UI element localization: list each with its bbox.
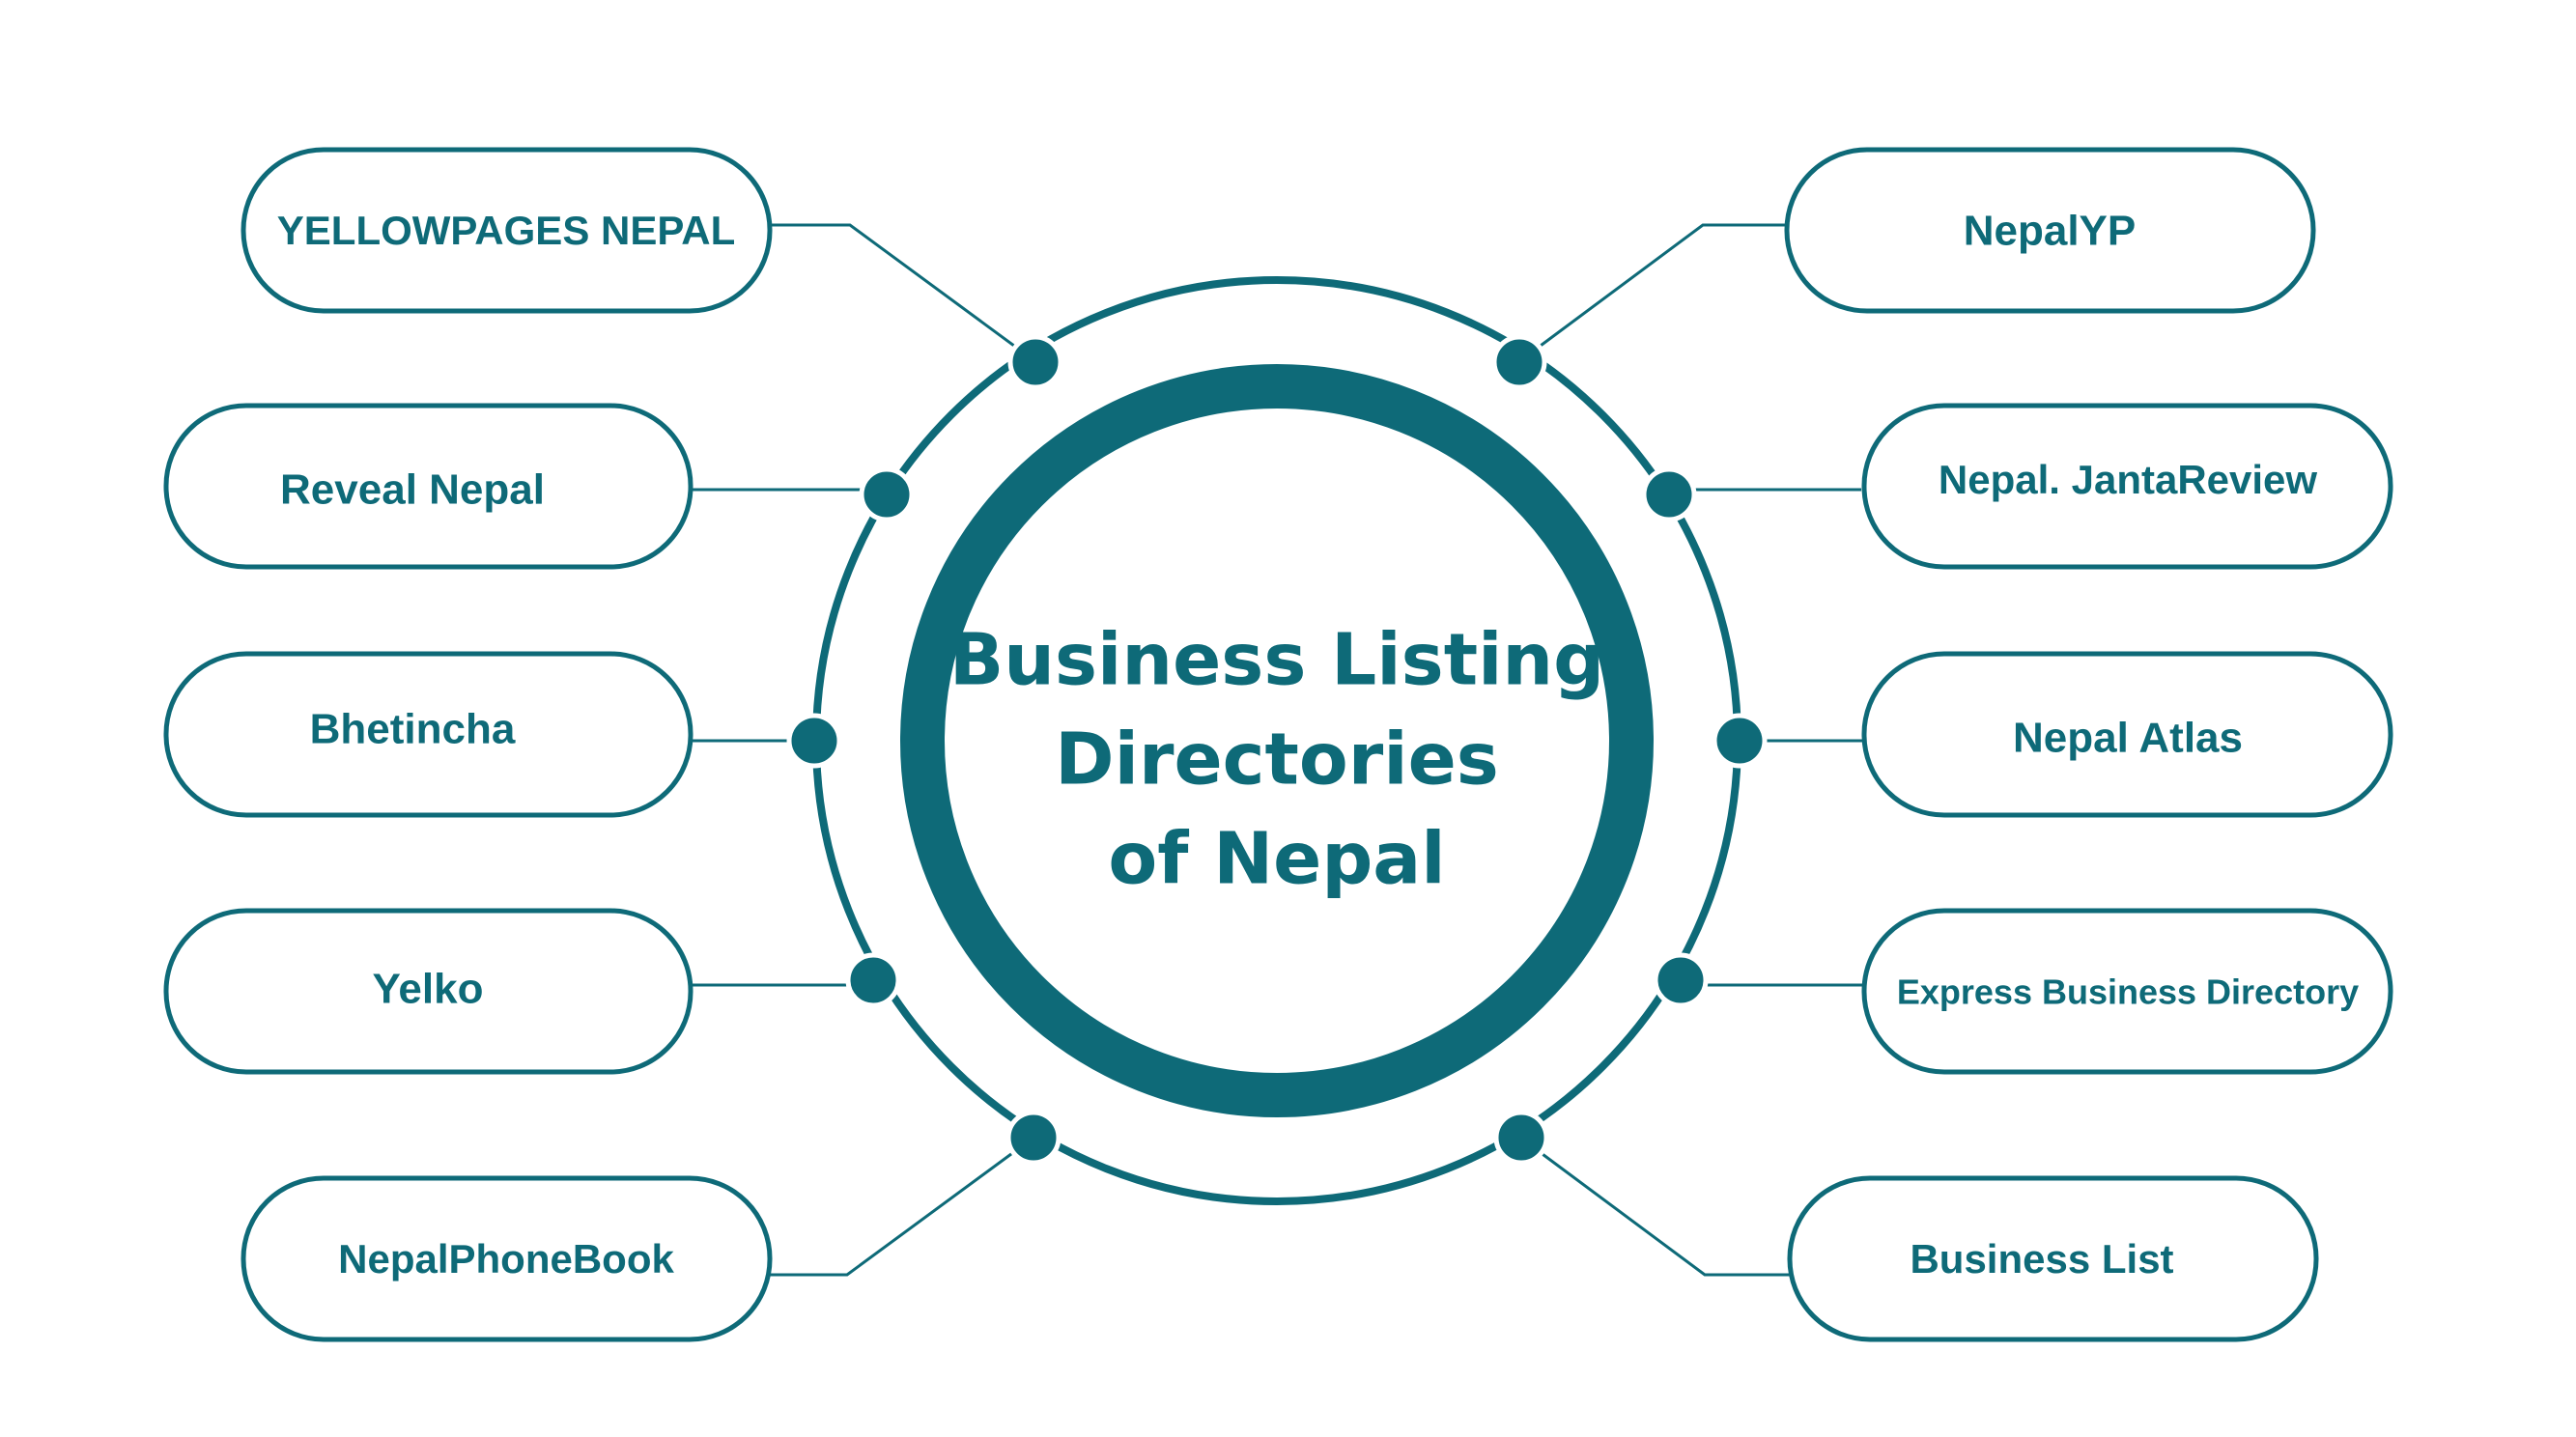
directory-label: Bhetincha <box>310 706 516 753</box>
left-directory-list: YELLOWPAGES NEPAL Reveal Nepal Bhetincha… <box>163 147 773 1342</box>
dot-right-2 <box>1641 466 1697 522</box>
directory-label: Express Business Directory <box>1897 972 2359 1012</box>
connector-right-1 <box>1517 223 1787 364</box>
right-directory-list: NepalYP Nepal. JantaReview Nepal Atlas E… <box>1784 147 2393 1342</box>
dot-left-3 <box>786 713 842 769</box>
center-title: Business Listing Directories of Nepal <box>949 619 1604 901</box>
title-line-3: of Nepal <box>1108 818 1445 901</box>
connector-left-5 <box>770 1136 1034 1277</box>
directory-pill-left-3: Bhetincha <box>163 651 694 818</box>
directory-pill-right-4: Express Business Directory <box>1861 908 2393 1075</box>
dot-right-5 <box>1493 1110 1549 1166</box>
title-line-2: Directories <box>1055 718 1499 802</box>
directory-pill-left-4: Yelko <box>163 908 694 1075</box>
dot-left-2 <box>859 466 915 522</box>
directory-pill-left-1: YELLOWPAGES NEPAL <box>241 147 773 314</box>
directory-label: YELLOWPAGES NEPAL <box>277 208 735 253</box>
connection-dots <box>786 334 1768 1166</box>
directory-pill-right-1: NepalYP <box>1784 147 2316 314</box>
dot-right-4 <box>1653 952 1709 1008</box>
directory-label: NepalYP <box>1964 208 2137 255</box>
directory-label: Nepal. JantaReview <box>1939 457 2318 502</box>
directory-pill-left-2: Reveal Nepal <box>163 403 694 570</box>
directory-pill-left-5: NepalPhoneBook <box>241 1175 773 1342</box>
dot-left-1 <box>1007 334 1063 390</box>
dot-right-1 <box>1491 334 1547 390</box>
directory-label: Nepal Atlas <box>2013 715 2243 762</box>
inner-ring <box>900 364 1654 1117</box>
dot-left-4 <box>845 952 901 1008</box>
connector-right-5 <box>1519 1136 1790 1277</box>
dot-left-5 <box>1005 1110 1062 1166</box>
connector-left-1 <box>770 223 1037 364</box>
directory-label: Reveal Nepal <box>280 466 545 514</box>
directory-pill-right-3: Nepal Atlas <box>1861 651 2393 818</box>
directory-pill-right-5: Business List <box>1787 1175 2319 1342</box>
directory-label: NepalPhoneBook <box>338 1236 674 1282</box>
directory-label: Business List <box>1910 1236 2173 1282</box>
directory-pill-right-2: Nepal. JantaReview <box>1861 403 2393 570</box>
dot-right-3 <box>1712 713 1768 769</box>
title-line-1: Business Listing <box>949 619 1604 702</box>
directory-label: Yelko <box>373 966 484 1013</box>
